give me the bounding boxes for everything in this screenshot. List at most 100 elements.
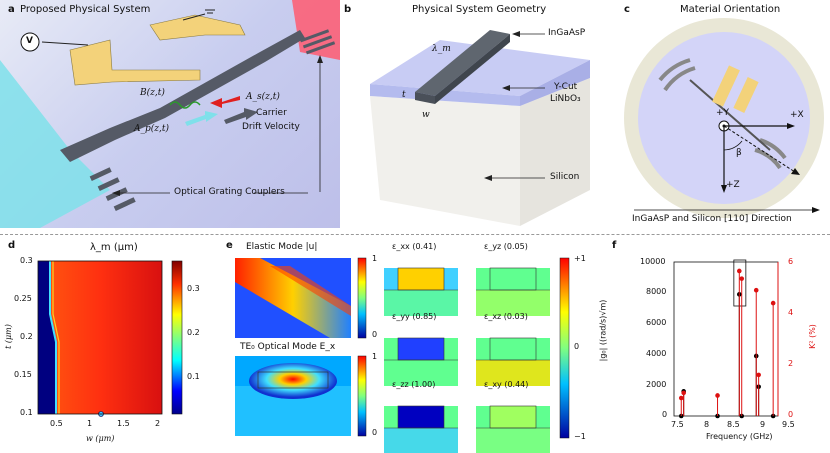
heatmap-chart	[37, 260, 183, 417]
carrier-label: Carrier	[256, 108, 287, 118]
panel-a-label: a	[8, 4, 15, 15]
strain-map	[476, 337, 550, 386]
d-ytick-0: 0.3	[20, 256, 33, 265]
strain-cbar-mid: 0	[574, 342, 580, 351]
f-ltick-4: 2000	[646, 380, 667, 389]
d-ytick-4: 0.1	[20, 408, 33, 417]
panel-e-label: e	[226, 240, 233, 251]
panel-f-label: f	[612, 240, 617, 251]
d-xtick-3: 2	[155, 419, 161, 428]
optical-title: TE₀ Optical Mode E_x	[240, 342, 336, 352]
electrode-right	[149, 14, 246, 41]
strain-label-xx: ε_xx (0.41)	[392, 242, 437, 251]
panel-d-label: d	[8, 240, 16, 251]
ingaasp-label: InGaAsP	[548, 28, 586, 38]
f-xtick-1: 8	[704, 420, 710, 429]
f-rtick-0: 6	[788, 257, 794, 266]
silicon-label: Silicon	[550, 172, 580, 182]
f-point	[756, 372, 761, 378]
strain-map	[384, 405, 458, 453]
as-field-label: A_s(z,t)	[246, 92, 280, 102]
plus-y-label: +Y	[716, 108, 730, 118]
ap-arrow	[185, 111, 218, 126]
panel-a-illustration	[0, 0, 340, 228]
lambda-label: λ_m	[432, 44, 451, 54]
strain-map	[384, 337, 458, 386]
electrode-left	[69, 39, 201, 86]
f-point	[678, 395, 684, 401]
f-point	[715, 393, 720, 398]
f-ltick-1: 8000	[646, 287, 667, 296]
elastic-cbar-bottom: 0	[372, 330, 378, 339]
upper-grating	[299, 29, 336, 55]
f-ylabel-right: K² (%)	[807, 324, 817, 349]
f-xtick-2: 8.5	[727, 420, 740, 429]
as-arrow	[210, 96, 240, 108]
strain-label-yy: ε_yy (0.85)	[392, 312, 437, 321]
f-rtick-1: 4	[788, 308, 794, 317]
strain-label-yz: ε_yz (0.05)	[484, 242, 528, 251]
ap-field-label: A_p(z,t)	[134, 124, 170, 134]
f-xlabel: Frequency (GHz)	[706, 432, 773, 441]
f-xtick-3: 9	[760, 420, 766, 429]
d-ytick-2: 0.2	[20, 332, 33, 341]
f-point	[737, 268, 742, 274]
ycut-label: Y-Cut	[554, 82, 578, 92]
strain-cbar-bottom: −1	[574, 432, 586, 441]
f-point	[753, 287, 759, 293]
panel-c-label: c	[624, 4, 630, 15]
panel-c-illustration	[624, 18, 824, 218]
panel-b-label: b	[344, 4, 352, 15]
strain-label-xy: ε_xy (0.44)	[484, 380, 529, 389]
scatter-chart	[673, 259, 779, 419]
strain-map	[476, 405, 550, 453]
f-rtick-2: 2	[788, 359, 794, 368]
f-xtick-4: 9.5	[782, 420, 795, 429]
b-field-label: B(z,t)	[140, 88, 165, 98]
f-point	[739, 276, 745, 281]
strain-cbar-top: +1	[574, 254, 586, 263]
d-xtick-1: 1	[87, 419, 93, 428]
f-ltick-2: 6000	[646, 318, 667, 327]
d-xtick-2: 1.5	[117, 419, 130, 428]
panel-d: d λ_m (μm) t	[0, 236, 220, 453]
panel-b-title: Physical System Geometry	[412, 4, 547, 15]
acoustic-wave	[169, 101, 201, 109]
f-ltick-3: 4000	[646, 349, 667, 358]
f-highlight-box	[733, 259, 747, 307]
f-point	[770, 300, 776, 306]
d-cbar-tick-0: 0.3	[187, 284, 200, 293]
optical-cbar-bottom: 0	[372, 428, 378, 437]
direction-label: InGaAsP and Silicon [110] Direction	[632, 214, 792, 224]
panel-c-title: Material Orientation	[680, 4, 781, 15]
heatmap-colorbar	[171, 260, 183, 415]
d-ytick-1: 0.25	[14, 294, 32, 303]
waveguide	[60, 30, 305, 162]
mode-maps	[235, 257, 570, 453]
strain-map	[384, 267, 458, 316]
d-cbar-tick-1: 0.2	[187, 328, 200, 337]
couplers-label: Optical Grating Couplers	[174, 187, 285, 197]
ingaasp-ridge	[415, 30, 510, 96]
f-xtick-0: 7.5	[671, 420, 684, 429]
f-ltick-5: 0	[662, 410, 668, 419]
panel-e: e Elastic Mode |u| TE₀ Optical Mode E_x	[220, 236, 610, 453]
blue-fiber	[0, 60, 110, 228]
voltage-source-icon	[20, 32, 40, 52]
f-point	[681, 390, 686, 396]
heatmap-cutoff-region	[38, 261, 56, 414]
f-ltick-0: 10000	[640, 257, 666, 266]
strain-map	[476, 267, 550, 316]
plus-x-label: +X	[790, 110, 804, 120]
t-label: t	[402, 90, 406, 100]
beta-label: β	[736, 148, 742, 158]
voltage-label: V	[26, 36, 33, 46]
strain-colorbar	[559, 257, 570, 439]
panel-d-title: λ_m (μm)	[90, 242, 138, 253]
drift-label: Drift Velocity	[242, 122, 300, 132]
w-label: w	[422, 110, 430, 120]
drift-arrow	[224, 108, 258, 124]
f-rtick-3: 0	[788, 410, 794, 419]
panel-a: a Proposed Physical System V B(z,t) A_s(…	[0, 0, 340, 228]
f-plot-frame	[673, 261, 779, 417]
